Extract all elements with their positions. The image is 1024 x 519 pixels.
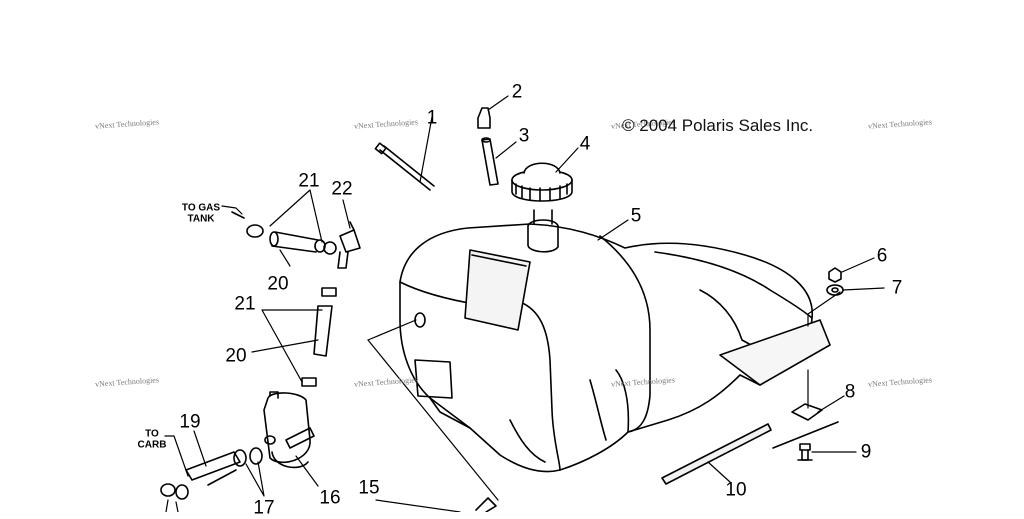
pad-part (772, 403, 839, 449)
callout-22: 22 (331, 178, 353, 200)
callout-16: 16 (319, 487, 341, 509)
callout-10: 10 (725, 479, 747, 501)
nut-part (828, 267, 842, 283)
middle-hose-assembly (301, 287, 337, 387)
callout-5: 5 (630, 205, 642, 227)
callout-19: 19 (179, 411, 201, 433)
callout-9: 9 (860, 441, 872, 463)
callout-1: 1 (426, 107, 438, 129)
callout-4: 4 (579, 133, 591, 155)
cable-tie-part (374, 142, 435, 191)
copyright-notice: © 2004 Polaris Sales Inc. (622, 116, 814, 135)
vent-hose-part (481, 137, 499, 186)
callout-20-upper: 20 (267, 273, 289, 295)
callout-7: 7 (891, 277, 903, 299)
strap-part (661, 423, 772, 485)
washer-part (826, 284, 844, 296)
note-line: TO (145, 428, 159, 440)
vent-fitting-part (477, 107, 491, 129)
callout-3: 3 (518, 125, 530, 147)
callout-15: 15 (358, 477, 380, 499)
to-gas-tank-note: TO GAS TANK (181, 202, 221, 225)
callout-2: 2 (511, 81, 523, 103)
note-line: CARB (137, 439, 167, 450)
callout-21-upper: 21 (298, 170, 320, 192)
note-line: TO GAS (181, 202, 221, 214)
to-carb-note: TO CARB (137, 428, 167, 451)
callout-8: 8 (844, 381, 856, 403)
fuel-tank-part (399, 223, 831, 473)
upper-fuel-line-assembly (231, 211, 361, 269)
callout-21-middle: 21 (234, 293, 256, 315)
callout-17: 17 (253, 497, 275, 519)
lower-fuel-line-assembly (160, 447, 497, 512)
fuel-cap-part (511, 162, 573, 253)
fuel-filter-part (263, 391, 315, 469)
leader-lines (164, 95, 885, 512)
note-line: TANK (187, 213, 215, 224)
callout-6: 6 (876, 245, 888, 267)
callout-20-middle: 20 (225, 345, 247, 367)
bolt-part (797, 443, 813, 461)
